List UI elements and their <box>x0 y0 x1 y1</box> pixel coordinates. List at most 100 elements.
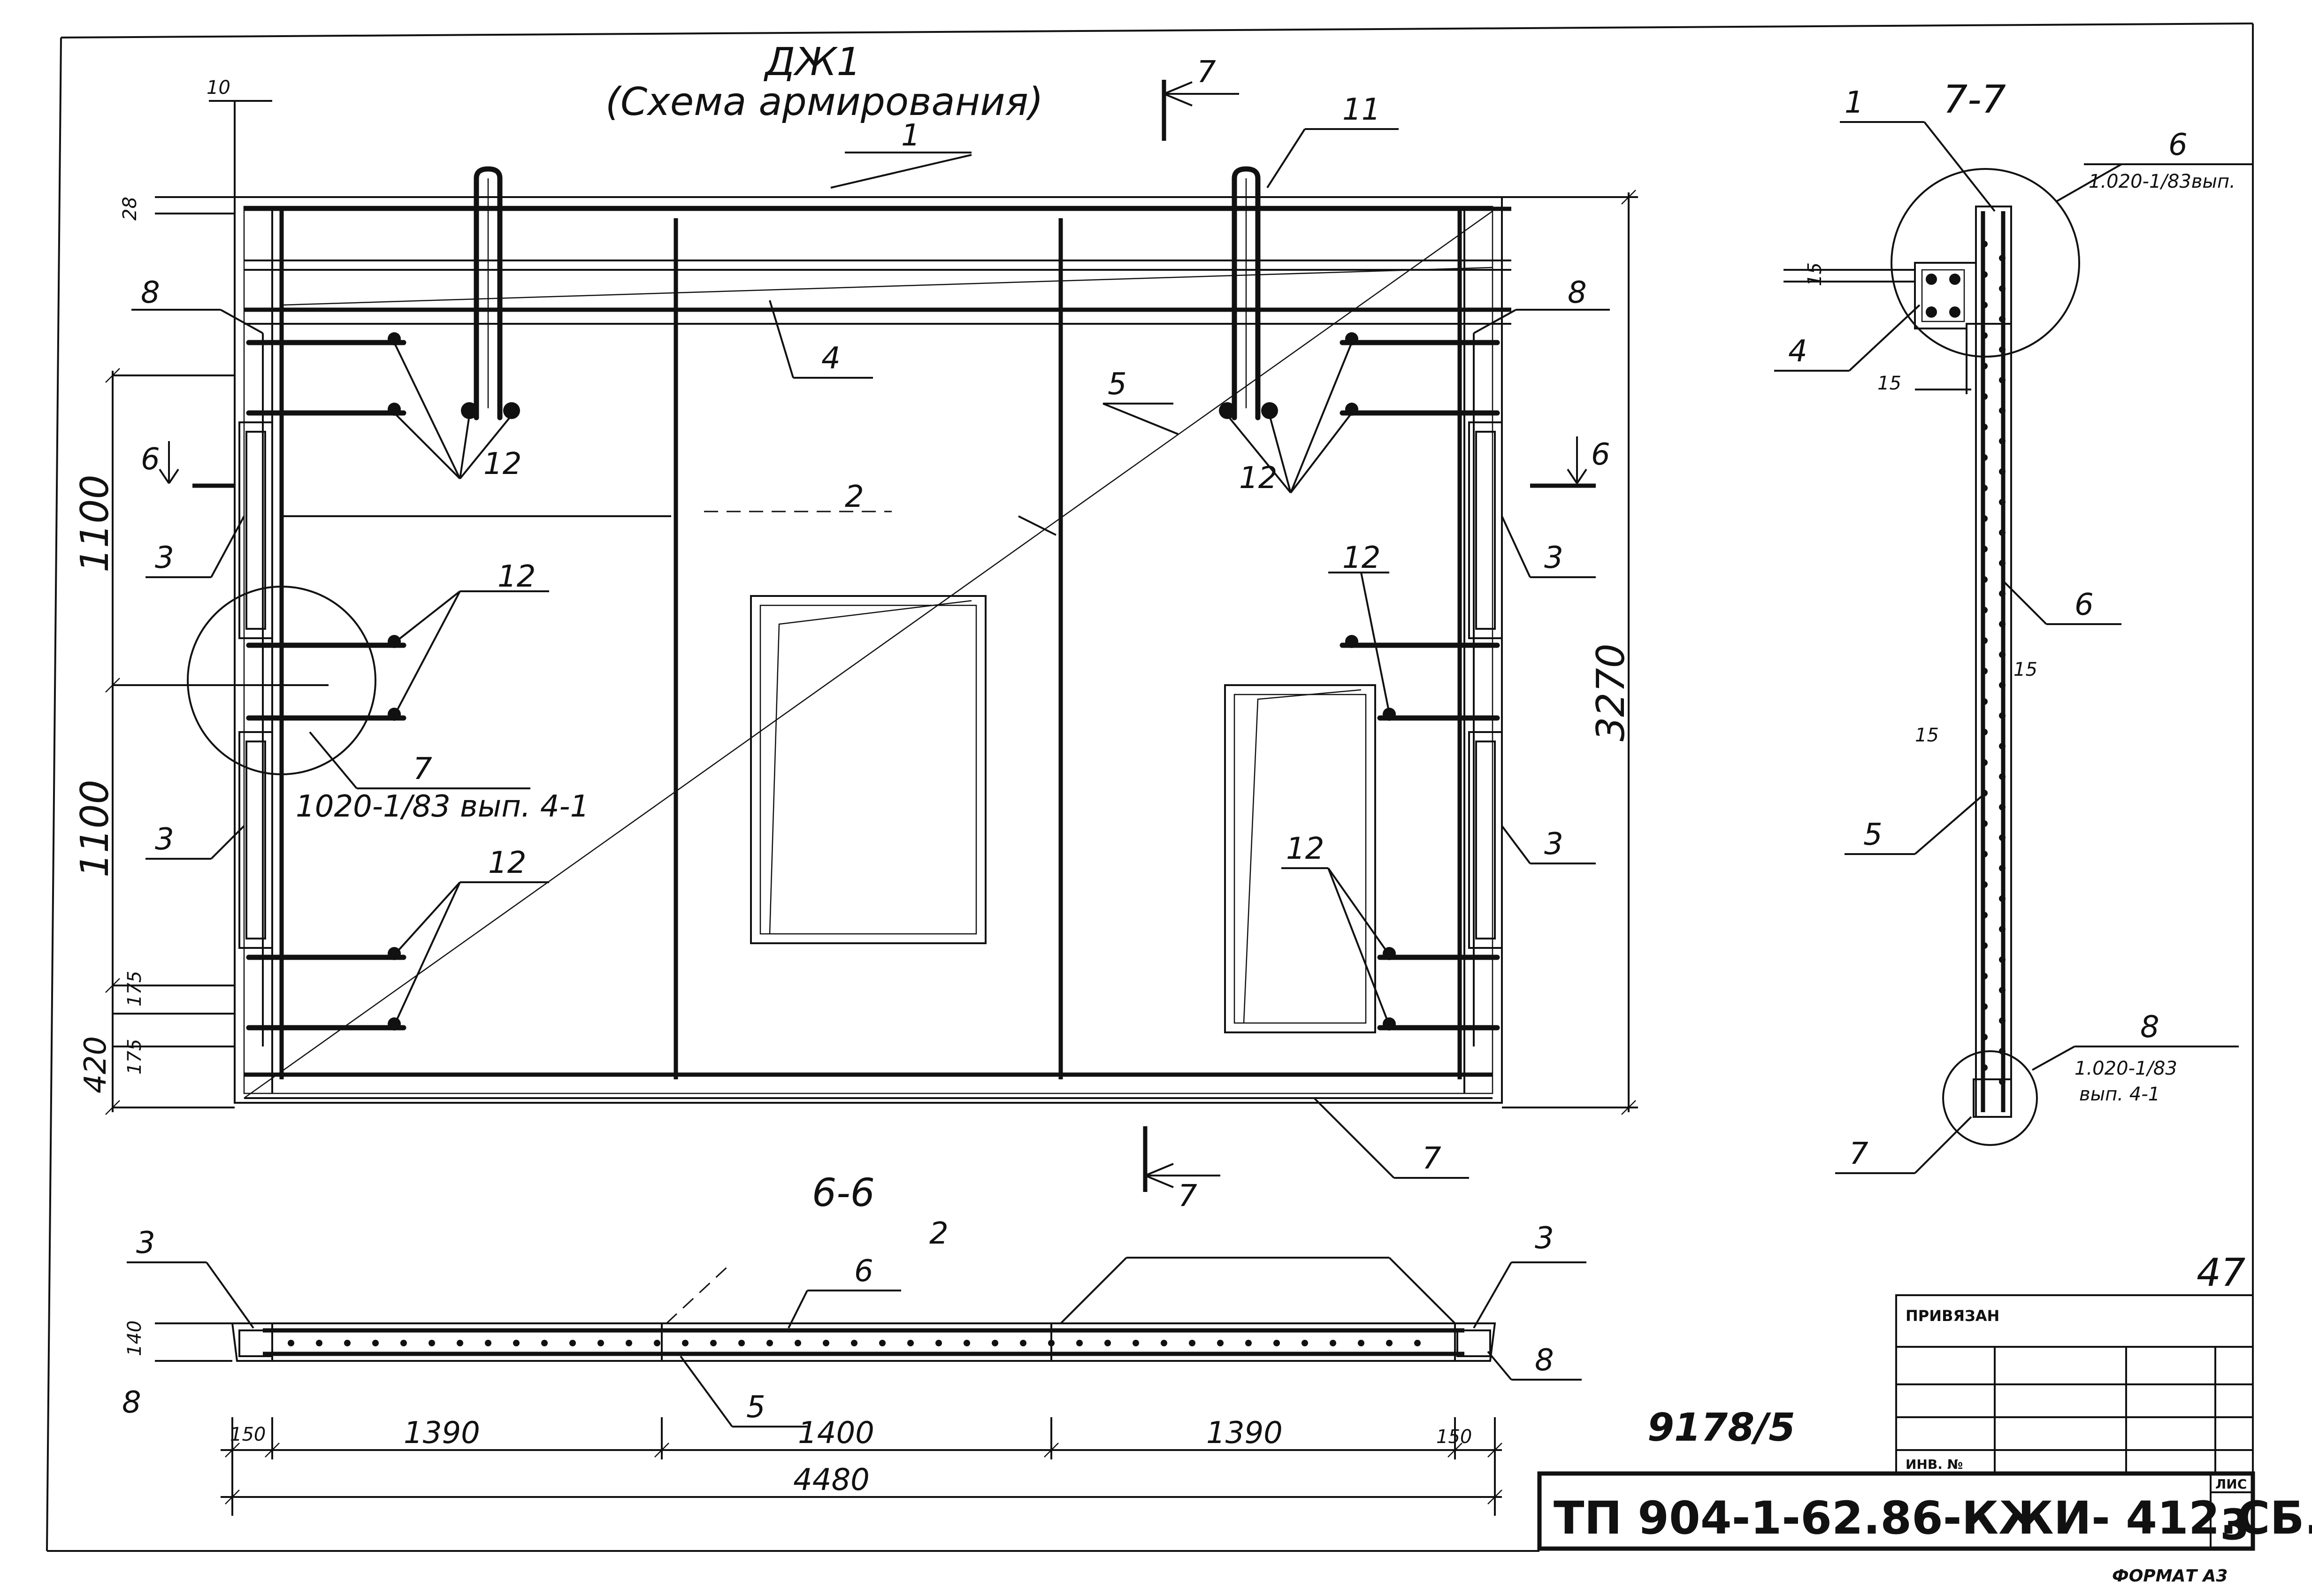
rebar-dot <box>1999 621 2006 627</box>
inventory-number: 9178/5 <box>1647 1405 1795 1450</box>
svg-text:6: 6 <box>141 442 160 477</box>
rebar-dot <box>1245 1340 1252 1346</box>
rebar-dot <box>1301 1340 1308 1346</box>
rebar-dot <box>738 1340 745 1346</box>
rebar-dot <box>1981 393 1988 400</box>
rebar-dot <box>1981 332 1988 339</box>
svg-text:140: 140 <box>124 1321 145 1356</box>
svg-text:3: 3 <box>1544 827 1563 862</box>
svg-text:7: 7 <box>1422 1141 1441 1176</box>
section-66-body <box>231 1322 1496 1362</box>
section-77-annotations: 1 6 1.020-1/83вып. 15 4 15 6 15 15 5 8 1… <box>1774 85 2253 1174</box>
svg-text:2: 2 <box>845 480 864 514</box>
rebar-dot <box>1981 271 1988 278</box>
rebar-dot <box>1999 743 2006 749</box>
section-cut-7-top: 7 <box>1162 55 1239 141</box>
rebar-dot <box>682 1340 689 1346</box>
svg-text:1100: 1100 <box>73 474 117 573</box>
rebar-dot <box>907 1340 914 1346</box>
rebar-dot <box>485 1340 491 1346</box>
svg-text:15: 15 <box>1804 262 1826 286</box>
svg-text:1: 1 <box>1845 85 1864 120</box>
rebar-dot <box>1999 1017 2006 1024</box>
rebar-dot <box>1981 424 1988 430</box>
panel-elevation <box>234 196 1511 1104</box>
svg-text:6: 6 <box>1591 437 1610 472</box>
svg-text:12: 12 <box>483 447 521 481</box>
svg-text:вып. 4-1: вып. 4-1 <box>2079 1084 2160 1105</box>
svg-text:15: 15 <box>2013 659 2037 680</box>
dimensions-left: 10 28 1100 1100 175 175 420 <box>73 77 329 1115</box>
section-77-body <box>1891 168 2080 1146</box>
rebar-dot <box>1981 942 1988 949</box>
rebar-dot <box>1999 346 2006 353</box>
rebar-dot <box>1981 759 1988 766</box>
rebar-dot <box>1999 834 2006 841</box>
svg-text:8: 8 <box>1568 275 1587 310</box>
rebar-dot <box>1999 407 2006 414</box>
svg-text:150: 150 <box>1436 1426 1472 1448</box>
page-number: 3 <box>2220 1500 2250 1550</box>
svg-text:7: 7 <box>1197 55 1216 90</box>
svg-text:2: 2 <box>929 1216 949 1251</box>
rebar-dot <box>1999 804 2006 810</box>
svg-text:12: 12 <box>1342 541 1380 575</box>
rebar-dot <box>1076 1340 1083 1346</box>
svg-text:1390: 1390 <box>1206 1416 1283 1451</box>
svg-text:8: 8 <box>2140 1010 2159 1045</box>
drawing-subtitle: (Схема армирования) <box>605 80 1043 124</box>
rebar-dot <box>1999 468 2006 475</box>
rebar-dot <box>1999 895 2006 902</box>
rebar-dot <box>513 1340 520 1346</box>
svg-text:4: 4 <box>821 341 841 376</box>
rebar-dot <box>1999 651 2006 658</box>
rebar-dot <box>1161 1340 1167 1346</box>
svg-text:1.020-1/83вып.: 1.020-1/83вып. <box>2089 171 2235 192</box>
rebar-dot <box>1999 316 2006 322</box>
rebar-dot <box>1217 1340 1224 1346</box>
rebar-dot <box>1981 881 1988 888</box>
callouts-elevation: 1 11 4 5 2 8 8 3 3 3 3 12 12 <box>131 92 1610 1179</box>
rebar-dot <box>1330 1340 1336 1346</box>
rebar-dot <box>1981 302 1988 308</box>
svg-text:3: 3 <box>1535 1221 1554 1256</box>
dimension-height: 3270 <box>1502 190 1638 1115</box>
rebar-dot <box>288 1340 294 1346</box>
rebar-dot <box>1981 698 1988 705</box>
rebar-dot <box>1999 1048 2006 1054</box>
section-cut-6-left: 6 <box>141 441 235 488</box>
rebar-dot <box>710 1340 717 1346</box>
rebar-dot <box>316 1340 322 1346</box>
rebar-dot <box>654 1340 660 1346</box>
rebar-dot <box>1999 560 2006 566</box>
rebar-dot <box>823 1340 829 1346</box>
svg-text:5: 5 <box>746 1390 766 1425</box>
rebar-dot <box>1981 820 1988 827</box>
view-title-7-7: 7-7 <box>1943 77 2006 122</box>
sheet-number: 47 <box>2197 1251 2245 1295</box>
rebar-dot <box>1133 1340 1139 1346</box>
rebar-dot <box>851 1340 857 1346</box>
rebar-dot <box>1999 285 2006 292</box>
svg-text:1390: 1390 <box>404 1416 480 1451</box>
svg-text:7: 7 <box>1849 1137 1868 1171</box>
rebar-dot <box>1981 729 1988 735</box>
rebar-dot <box>1020 1340 1026 1346</box>
svg-text:15: 15 <box>1877 373 1901 394</box>
svg-text:3: 3 <box>136 1226 155 1260</box>
svg-text:150: 150 <box>230 1424 266 1445</box>
rebar-dot <box>597 1340 604 1346</box>
sheet-label: ЛИС <box>2215 1476 2247 1492</box>
rebar-dot <box>569 1340 576 1346</box>
rebar-dot <box>1981 241 1988 247</box>
format-label: ФОРМАТ А3 <box>2112 1566 2228 1586</box>
rebar-dot <box>1981 515 1988 522</box>
rebar-dot <box>964 1340 970 1346</box>
rebar-dot <box>1981 912 1988 918</box>
svg-text:8: 8 <box>1535 1343 1554 1378</box>
svg-text:7: 7 <box>1178 1179 1197 1214</box>
rebar-dot <box>1981 973 1988 979</box>
section-66-annotations: 3 3 2 6 5 8 140 8 <box>122 1216 1586 1516</box>
rebar-dot <box>344 1340 351 1346</box>
rebar-dot <box>1981 1003 1988 1010</box>
